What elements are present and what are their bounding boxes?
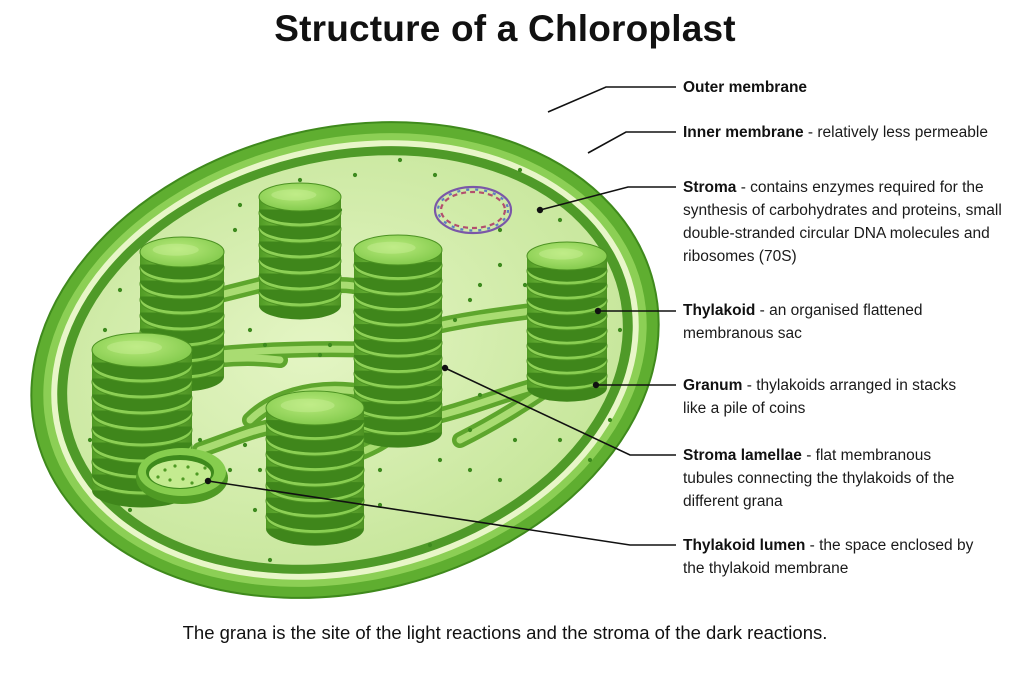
label-desc: - thylakoids arranged in stacks like a p…	[683, 377, 957, 417]
thylakoid-disc	[526, 241, 608, 282]
diagram-title: Structure of a Chloroplast	[274, 8, 736, 49]
label-desc: - an organised flattened membranous sac	[683, 302, 923, 342]
label-outer-membrane: Outer membrane	[683, 76, 1018, 99]
label-term: Granum	[683, 377, 743, 394]
thylakoid-disc	[353, 234, 443, 278]
label-inner-membrane: Inner membrane - relatively less permeab…	[683, 121, 1018, 144]
granum-top-center	[258, 182, 342, 320]
leader-outer-membrane	[547, 86, 676, 113]
thylakoid-disc	[265, 390, 365, 438]
leader-inner-membrane	[587, 131, 676, 154]
granum-front-center	[265, 390, 365, 546]
label-term: Outer membrane	[683, 79, 808, 96]
label-term: Stroma lamellae	[683, 447, 802, 464]
label-thylakoid: Thylakoid - an organised flattened membr…	[683, 299, 973, 345]
thylakoid-disc	[139, 236, 225, 280]
leader-dots	[204, 206, 602, 485]
thylakoid-lumen-cutaway	[136, 448, 228, 504]
label-desc: - relatively less permeable	[803, 124, 988, 141]
label-thylakoid-lumen: Thylakoid lumen - the space enclosed by …	[683, 534, 993, 580]
thylakoid-disc	[91, 332, 193, 380]
label-desc: - flat membranous tubules connecting the…	[683, 447, 955, 510]
dna-molecule-icon	[433, 185, 513, 235]
label-desc: - the space enclosed by the thylakoid me…	[683, 537, 974, 577]
granum-right	[526, 241, 608, 402]
label-stroma-lamellae: Stroma lamellae - flat membranous tubule…	[683, 444, 983, 513]
label-stroma: Stroma - contains enzymes required for t…	[683, 176, 1003, 268]
label-desc: - contains enzymes required for the synt…	[683, 179, 1002, 265]
label-term: Thylakoid	[683, 302, 756, 319]
caption: The grana is the site of the light react…	[182, 622, 828, 643]
label-term: Inner membrane	[683, 124, 804, 141]
label-term: Thylakoid lumen	[683, 537, 806, 554]
leader-stroma-lamellae	[444, 367, 676, 456]
leader-lines	[207, 86, 676, 546]
label-granum: Granum - thylakoids arranged in stacks l…	[683, 374, 963, 420]
leader-thylakoid-lumen	[207, 480, 676, 546]
grana	[91, 182, 608, 546]
thylakoid-disc	[258, 182, 342, 224]
label-term: Stroma	[683, 179, 737, 196]
leader-stroma	[539, 186, 676, 211]
granum-center-tall	[353, 234, 443, 448]
